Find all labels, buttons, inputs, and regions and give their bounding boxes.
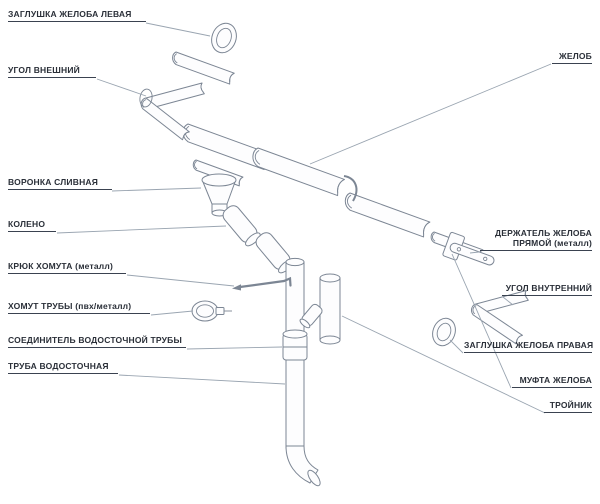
tee	[299, 274, 340, 344]
gutter-bracket-installed	[343, 175, 358, 202]
clamp-hook	[232, 276, 292, 291]
gutter-end-cap-left-label: ЗАГЛУШКА ЖЕЛОБА ЛЕВАЯ	[8, 9, 146, 23]
downpipe-long	[286, 360, 304, 448]
gutter-end-cap-right	[429, 315, 459, 349]
gutter-end-cap-left	[208, 20, 241, 56]
outer-corner-label: УГОЛ ВНЕШНИЙ	[8, 65, 96, 79]
pipe-clamp-label: ХОМУТ ТРУБЫ (пвх/металл)	[8, 301, 150, 315]
tee-label: ТРОЙНИК	[544, 400, 592, 414]
funnel-label: ВОРОНКА СЛИВНАЯ	[8, 177, 112, 191]
elbow-label: КОЛЕНО	[8, 219, 56, 233]
outlet-elbow	[286, 446, 322, 488]
gutter-bracket-label-line1: ДЕРЖАТЕЛЬ ЖЕЛОБА	[494, 228, 592, 238]
gutter-end-cap-right-label: ЗАГЛУШКА ЖЕЛОБА ПРАВАЯ	[464, 340, 593, 354]
gutter-bracket	[449, 242, 495, 266]
inner-corner-label: УГОЛ ВНУТРЕННИЙ	[502, 283, 592, 297]
downpipe-label: ТРУБА ВОДОСТОЧНАЯ	[8, 361, 118, 375]
gutter-bracket-label: ДЕРЖАТЕЛЬ ЖЕЛОБА ПРЯМОЙ (металл)	[480, 228, 592, 252]
outer-corner	[138, 82, 206, 141]
gutter-label: ЖЕЛОБ	[552, 51, 592, 65]
downpipe-assembly	[220, 203, 322, 488]
pipe-clamp	[192, 301, 232, 321]
leader-lines	[56, 22, 552, 414]
pipe-connector-label: СОЕДИНИТЕЛЬ ВОДОСТОЧНОЙ ТРУБЫ	[8, 335, 186, 349]
pipe-connector	[283, 330, 307, 360]
gutter-bracket-label-line2: ПРЯМОЙ (металл)	[512, 238, 592, 249]
clamp-hook-label: КРЮК ХОМУТА (металл)	[8, 261, 126, 275]
elbow-upper	[220, 203, 262, 248]
gutter-coupling-label: МУФТА ЖЕЛОБА	[512, 375, 592, 389]
gutter-run	[170, 51, 484, 260]
funnel	[191, 159, 244, 216]
inner-corner	[468, 290, 530, 345]
